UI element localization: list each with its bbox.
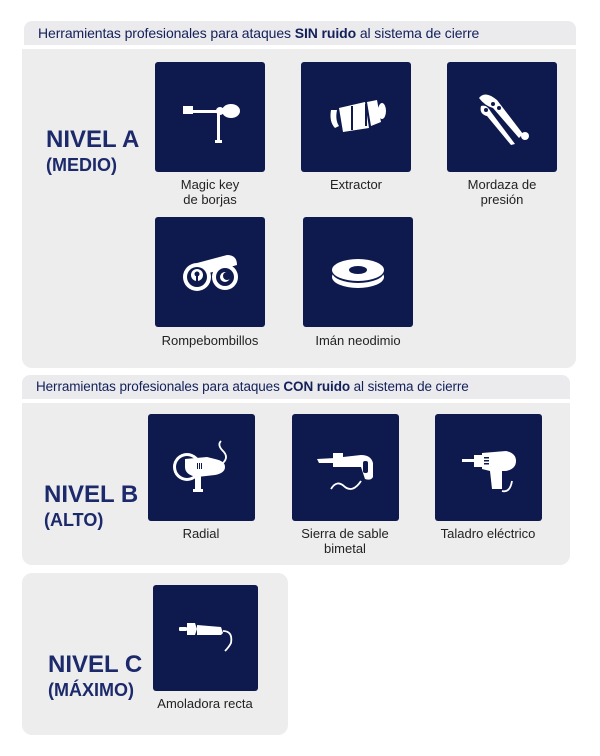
section-b-header: Herramientas profesionales para ataques …: [22, 375, 570, 399]
tool-label: Radial: [182, 526, 220, 541]
level-a-label: NIVEL A (MEDIO): [46, 126, 140, 175]
tool-label: Amoladora recta: [157, 696, 253, 711]
reciprocating-saw-icon: [292, 414, 399, 521]
tool-label: Taladro eléctrico: [440, 526, 536, 541]
tool-label: Rompebombillos: [161, 333, 259, 348]
angle-grinder-icon: [148, 414, 255, 521]
level-c-label: NIVEL C (MÁXIMO): [48, 651, 143, 700]
cylinder-breaker-icon: [155, 217, 265, 327]
die-grinder-icon: [153, 585, 258, 691]
locking-pliers-icon: [447, 62, 557, 172]
tool-label: Imán neodimio: [315, 333, 401, 348]
neodymium-magnet-icon: [303, 217, 413, 327]
extractor-icon: [301, 62, 411, 172]
electric-drill-icon: [435, 414, 542, 521]
section-a-header: Herramientas profesionales para ataques …: [24, 21, 576, 45]
magic-key-icon: [155, 62, 265, 172]
level-b-label: NIVEL B (ALTO): [44, 481, 139, 530]
tool-label: Extractor: [329, 177, 382, 192]
